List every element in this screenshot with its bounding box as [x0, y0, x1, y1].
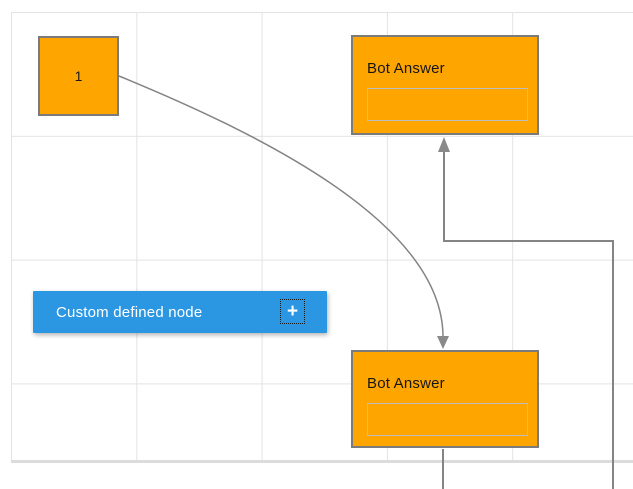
- add-port-button[interactable]: +: [280, 299, 305, 324]
- plus-icon: +: [286, 301, 299, 322]
- node-bot-answer-top[interactable]: Bot Answer: [351, 35, 539, 135]
- node-title: Bot Answer: [367, 60, 445, 77]
- node-start[interactable]: 1: [38, 36, 119, 116]
- node-start-label: 1: [74, 68, 83, 84]
- node-custom-label: Custom defined node: [56, 303, 203, 321]
- node-title: Bot Answer: [367, 375, 445, 392]
- answer-field[interactable]: [367, 88, 528, 121]
- node-bot-answer-bottom[interactable]: Bot Answer: [351, 350, 539, 448]
- answer-field[interactable]: [367, 403, 528, 436]
- node-custom-defined[interactable]: Custom defined node +: [33, 291, 327, 333]
